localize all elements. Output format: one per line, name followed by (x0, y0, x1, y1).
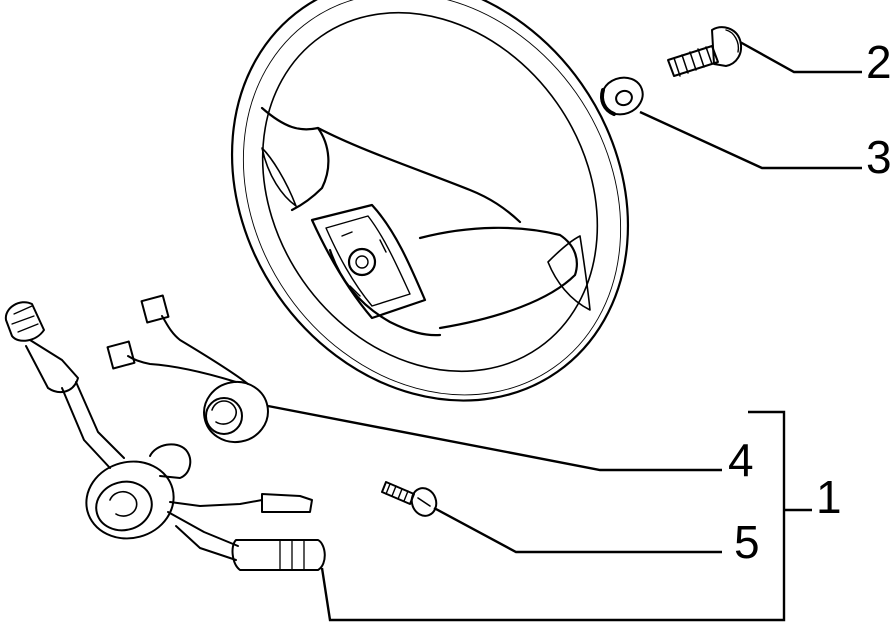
steering-wheel (230, 0, 630, 402)
leader-4 (267, 404, 722, 472)
leader-lines (267, 40, 862, 622)
clock-spring-body (203, 380, 269, 444)
screw-head (410, 487, 438, 517)
wheel-rim-outer (230, 0, 630, 402)
switch-small-cable (169, 499, 263, 507)
wheel-window-right (547, 235, 591, 311)
part-combination-switch (4, 301, 326, 571)
washer-edge (600, 88, 616, 116)
wheel-hub-detail (341, 231, 387, 297)
switch-left-stalk-grip (25, 339, 79, 394)
part-clock-spring (106, 294, 269, 444)
clock-spring-inner (205, 397, 243, 435)
callout-2: 2 (866, 36, 892, 88)
part-bolt (667, 26, 742, 77)
wheel-hub-plate (310, 203, 427, 320)
screw-shank (381, 481, 415, 505)
clock-spring-connector-upper (140, 294, 170, 324)
wheel-hub-plate-inner (325, 215, 411, 307)
washer-hole (615, 89, 633, 107)
callout-5: 5 (734, 516, 760, 568)
switch-body (85, 460, 175, 540)
wheel-rim-shade (242, 0, 622, 396)
wheel-spoke-upper (316, 126, 522, 224)
switch-left-stalk-rings (11, 305, 39, 333)
clock-spring-wire-upper (161, 315, 249, 385)
clock-spring-wire-lower (127, 355, 237, 383)
switch-left-stalk-arm (61, 381, 125, 469)
wheel-spoke-upper-left (260, 106, 330, 212)
wheel-window-left (261, 147, 297, 207)
wheel-rim-inner (261, 11, 599, 373)
callout-3: 3 (866, 131, 892, 183)
callout-labels: 2 3 4 5 1 (728, 36, 892, 568)
switch-body-swirl (109, 490, 138, 517)
callout-1: 1 (816, 471, 842, 523)
bolt-threads (673, 46, 713, 77)
switch-small-connector (261, 493, 313, 513)
bolt-head-face (725, 29, 740, 53)
switch-right-stalk-rings (279, 539, 305, 571)
switch-right-stalk-arm (167, 511, 239, 561)
wheel-hub-nut (347, 247, 377, 277)
part-washer (600, 76, 644, 116)
leader-5 (433, 506, 722, 554)
leader-2 (739, 40, 862, 74)
bolt-shank (667, 45, 719, 77)
leader-3 (639, 110, 862, 170)
clock-spring-connector-lower (106, 340, 136, 370)
screw-threads (385, 483, 409, 502)
wheel-hub-nut-inner (355, 255, 369, 269)
leader-1-bracket (320, 410, 786, 622)
switch-top-knob (149, 443, 192, 479)
callout-4: 4 (728, 434, 754, 486)
wheel-spoke-right (418, 226, 578, 330)
switch-left-stalk-tip (4, 301, 45, 342)
switch-body-ring (95, 480, 153, 532)
screw-slot (417, 497, 431, 507)
bolt-head (711, 26, 742, 67)
wheel-spoke-lower (328, 248, 442, 337)
clock-spring-coil (211, 400, 237, 425)
switch-right-stalk-grip (231, 539, 326, 571)
part-screw (381, 481, 438, 517)
